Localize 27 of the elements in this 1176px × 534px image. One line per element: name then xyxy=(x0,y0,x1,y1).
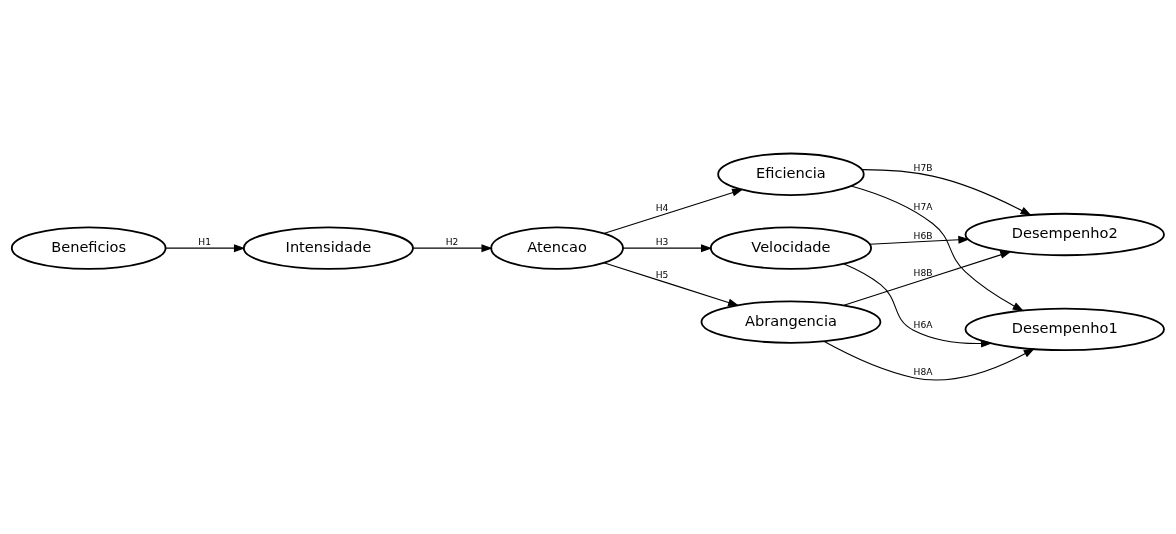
edge-label: H5 xyxy=(655,270,669,281)
arrow xyxy=(850,185,1024,312)
edge-label: H7B xyxy=(913,162,933,173)
arrow xyxy=(861,169,1032,216)
node-ellipse: Intensidade xyxy=(242,226,414,270)
edge-label: H2 xyxy=(445,237,459,248)
arrow xyxy=(843,263,993,348)
edge-label: H8B xyxy=(913,267,933,278)
edge-label: H7A xyxy=(913,201,933,212)
arrow xyxy=(622,244,713,253)
node-ellipse: Beneficios xyxy=(10,226,167,270)
edge-label: H4 xyxy=(655,202,669,213)
arrow xyxy=(869,235,970,245)
edge-label: H1 xyxy=(198,237,211,248)
node-ellipse: Desempenho1 xyxy=(964,307,1165,352)
arrow xyxy=(412,244,493,253)
node-ellipse: Atencao xyxy=(490,226,624,270)
edge-label: H8A xyxy=(913,366,933,377)
arrow xyxy=(164,244,246,253)
edge-label: H3 xyxy=(655,237,669,248)
node-ellipse: Velocidade xyxy=(709,226,872,270)
arrow xyxy=(823,340,1035,381)
arrow xyxy=(843,251,1012,306)
arrow xyxy=(603,188,744,235)
edge-label: H6A xyxy=(913,319,933,330)
arrow xyxy=(603,262,740,307)
edge-label: H6B xyxy=(913,231,933,242)
